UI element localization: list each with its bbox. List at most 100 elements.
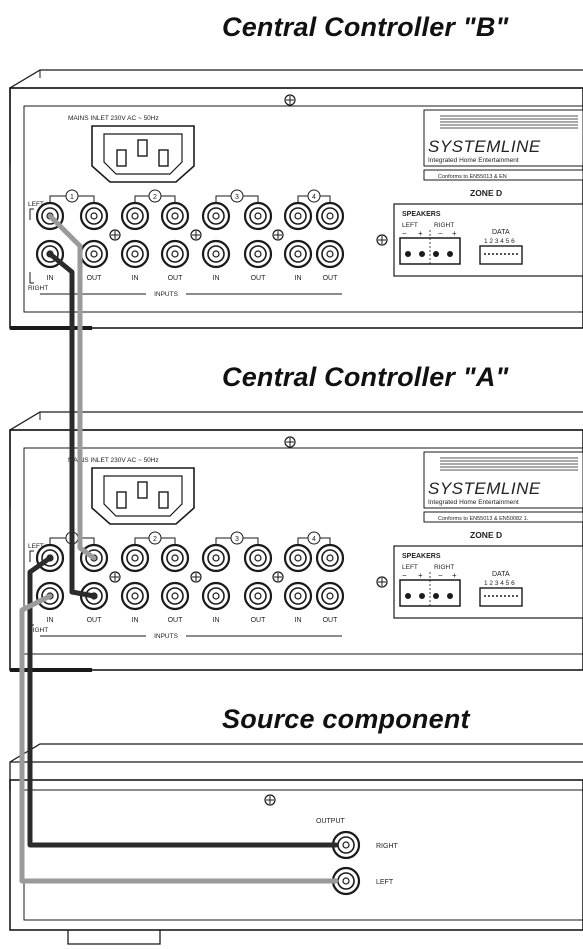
rca-jack-pin (90, 212, 98, 220)
speaker-terminal-screw (433, 251, 439, 257)
brand-logo: SYSTEMLINE (428, 479, 541, 498)
data-port (479, 245, 523, 265)
input-number-badge (148, 531, 162, 545)
speaker-right-plus: + (452, 571, 457, 580)
in-label: IN (295, 275, 302, 282)
rear-panel-inset (23, 447, 583, 655)
speaker-terminal-screw (447, 593, 453, 599)
input-number: 2 (153, 536, 157, 543)
speaker-terminal-screw (405, 593, 411, 599)
rca-jack-pin (342, 877, 350, 885)
data-label: DATA (492, 571, 510, 578)
input-number: 1 (70, 194, 74, 201)
speaker-terminal-screw (433, 593, 439, 599)
rear-panel (9, 429, 583, 671)
zone-label: ZONE D (470, 530, 502, 540)
conformity-plate (423, 169, 583, 181)
rca-jack-pin (326, 554, 334, 562)
rca-jack-pin (326, 250, 334, 258)
output-label: OUTPUT (316, 818, 346, 825)
mains-pin (137, 139, 148, 157)
out-label: OUT (87, 275, 103, 282)
in-label: IN (132, 275, 139, 282)
output-left-label: LEFT (376, 879, 394, 886)
speaker-left-label: LEFT (402, 222, 418, 229)
speakers-label: SPEAKERS (402, 211, 441, 218)
output-right-label: RIGHT (376, 843, 399, 850)
speaker-right-label: RIGHT (434, 222, 454, 229)
rca-jack-pin (171, 554, 179, 562)
rca-jack-pin (212, 592, 220, 600)
source-rear-panel (9, 779, 583, 931)
right-channel-label: RIGHT (28, 627, 48, 634)
input-number: 2 (153, 194, 157, 201)
cable-b-right-in (47, 251, 97, 599)
data-pins-label: 1 2 3 4 5 6 (484, 580, 515, 587)
controller-a-panel: MAINS INLET 230V AC ~ 50HzSYSTEMLINEInte… (9, 411, 583, 672)
mains-pin (116, 149, 127, 167)
in-label: IN (47, 617, 54, 624)
in-label: IN (47, 275, 54, 282)
source-foot (67, 930, 161, 945)
mains-inlet-label: MAINS INLET 230V AC ~ 50Hz (68, 457, 159, 464)
out-label: OUT (323, 617, 339, 624)
speaker-terminal-screw (447, 251, 453, 257)
rca-jack-pin (131, 212, 139, 220)
out-label: OUT (251, 617, 267, 624)
zone-label: ZONE D (470, 188, 502, 198)
in-label: IN (132, 617, 139, 624)
left-bracket (29, 208, 34, 220)
rca-jack-pin (294, 554, 302, 562)
input-number: 4 (312, 194, 316, 201)
rca-jack-pin (131, 554, 139, 562)
out-label: OUT (168, 617, 184, 624)
rca-jack-pin (254, 592, 262, 600)
input-number-badge (230, 531, 244, 545)
right-bracket (29, 272, 34, 284)
data-label: DATA (492, 229, 510, 236)
cable-a-left-in (19, 593, 339, 884)
mains-inlet-socket (91, 125, 195, 183)
input-number-badge (65, 189, 79, 203)
speaker-right-plus: + (452, 229, 457, 238)
speaker-right-minus: − (438, 571, 443, 580)
heading-source-component: Source component (222, 704, 470, 734)
source-top-edge (9, 743, 583, 790)
rear-panel-inset (23, 105, 583, 313)
inputs-label: INPUTS (154, 291, 179, 298)
speaker-left-plus: + (418, 571, 423, 580)
inputs-label: INPUTS (154, 633, 179, 640)
brand-tagline: Integrated Home Entertainment (428, 157, 519, 164)
in-label: IN (213, 275, 220, 282)
rca-jack-pin (294, 592, 302, 600)
rca-jack-pin (326, 212, 334, 220)
rca-jack-pin (212, 212, 220, 220)
out-label: OUT (87, 617, 103, 624)
rca-jack-pin (326, 592, 334, 600)
rca-jack-pin (294, 212, 302, 220)
input-number: 4 (312, 536, 316, 543)
rca-jack-pin (254, 250, 262, 258)
cable-a-right-in (27, 555, 339, 848)
mains-pin (116, 491, 127, 509)
out-label: OUT (251, 275, 267, 282)
rca-jack-pin (131, 250, 139, 258)
speaker-left-label: LEFT (402, 564, 418, 571)
speaker-terminal-screw (419, 593, 425, 599)
input-number: 3 (235, 194, 239, 201)
rear-panel (9, 87, 583, 329)
rca-jack-pin (131, 592, 139, 600)
speaker-right-minus: − (438, 229, 443, 238)
rca-jack-pin (171, 250, 179, 258)
data-pins-label: 1 2 3 4 5 6 (484, 238, 515, 245)
out-label: OUT (323, 275, 339, 282)
speaker-left-minus: − (402, 229, 407, 238)
heading-controller-b: Central Controller "B" (222, 12, 509, 42)
cable-b-left-in (47, 213, 97, 561)
mains-pin (158, 149, 169, 167)
data-port (479, 587, 523, 607)
rca-jack-pin (342, 841, 350, 849)
in-label: IN (295, 617, 302, 624)
